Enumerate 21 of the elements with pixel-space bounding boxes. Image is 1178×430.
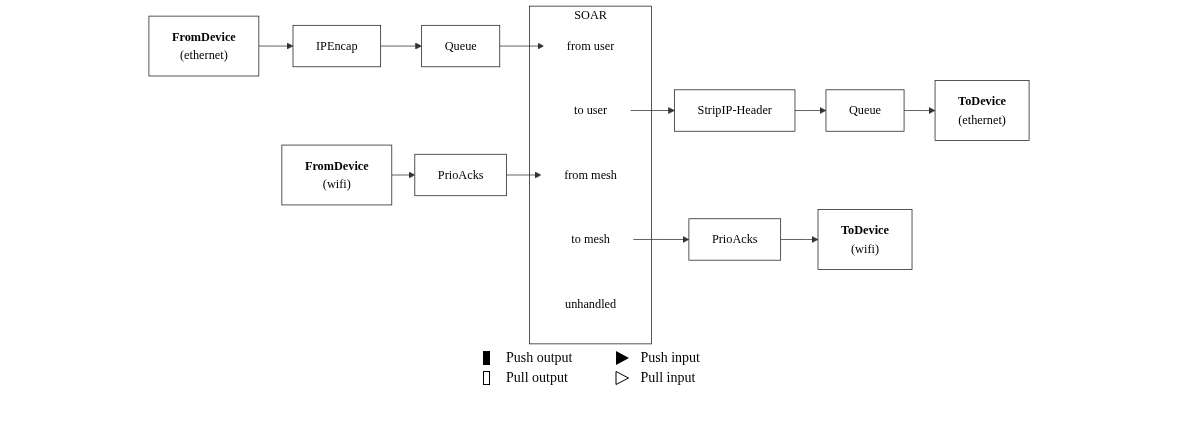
node-text: unhandled <box>565 297 617 311</box>
node-box <box>825 89 905 132</box>
flowchart-drawing: SOAR FromDevice (ethernet) IPEncap Queue from user to user from mesh to mesh unhandled StripIP-Header Queue ToDevice (ethernet) FromDevice (wifi) PrioAcks PrioAcks ToDevice (wifi) <box>4 0 1174 350</box>
node-text: to user <box>574 103 608 117</box>
node-box <box>148 15 260 77</box>
node-box <box>414 153 507 197</box>
node-box <box>421 24 501 68</box>
legend-label: Pull output <box>506 370 568 386</box>
node-box <box>934 80 1030 141</box>
legend-label: Push input <box>640 350 700 366</box>
cluster <box>529 5 652 345</box>
node-text: from mesh <box>564 168 618 182</box>
node-box <box>817 209 913 270</box>
node-box <box>292 24 382 68</box>
node-box <box>281 144 393 206</box>
node-text: from user <box>566 39 615 53</box>
legend-label: Push output <box>506 350 573 366</box>
node-box <box>674 89 796 132</box>
node-text: to mesh <box>571 232 610 246</box>
node-box <box>688 218 782 261</box>
legend-label: Pull input <box>640 370 696 386</box>
